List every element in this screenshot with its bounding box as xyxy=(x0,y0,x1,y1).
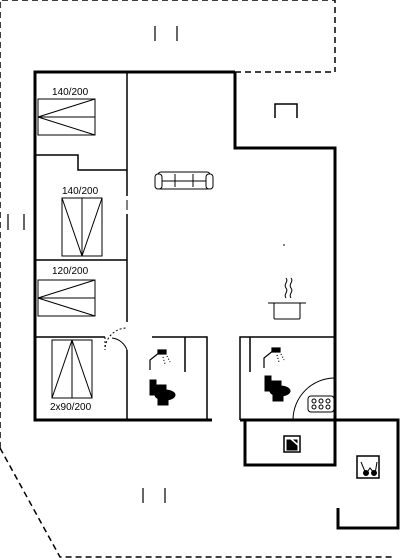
bed-label-room2: 140/200 xyxy=(62,186,99,197)
window-mark xyxy=(126,200,285,246)
sofa-icon xyxy=(154,171,214,190)
washing-machine-icon xyxy=(283,435,301,453)
shower-icon xyxy=(263,347,285,368)
bed-label-room4: 2x90/200 xyxy=(50,402,92,413)
shower-icon xyxy=(149,349,171,370)
door-mark-icon xyxy=(7,26,178,503)
door-swings xyxy=(104,327,336,421)
exterior-walls xyxy=(33,70,400,530)
bed-icon xyxy=(37,98,103,399)
toilet-icon xyxy=(264,375,291,402)
toilet-icon xyxy=(149,379,176,406)
bed-label-room3: 120/200 xyxy=(52,266,89,277)
cooking-pot-icon xyxy=(268,277,306,320)
stove-icon xyxy=(307,395,335,413)
bed-label-room1: 140/200 xyxy=(52,87,89,98)
fireplace-icon xyxy=(274,103,298,118)
heat-pump-icon xyxy=(356,455,380,479)
interior-walls xyxy=(35,72,335,420)
